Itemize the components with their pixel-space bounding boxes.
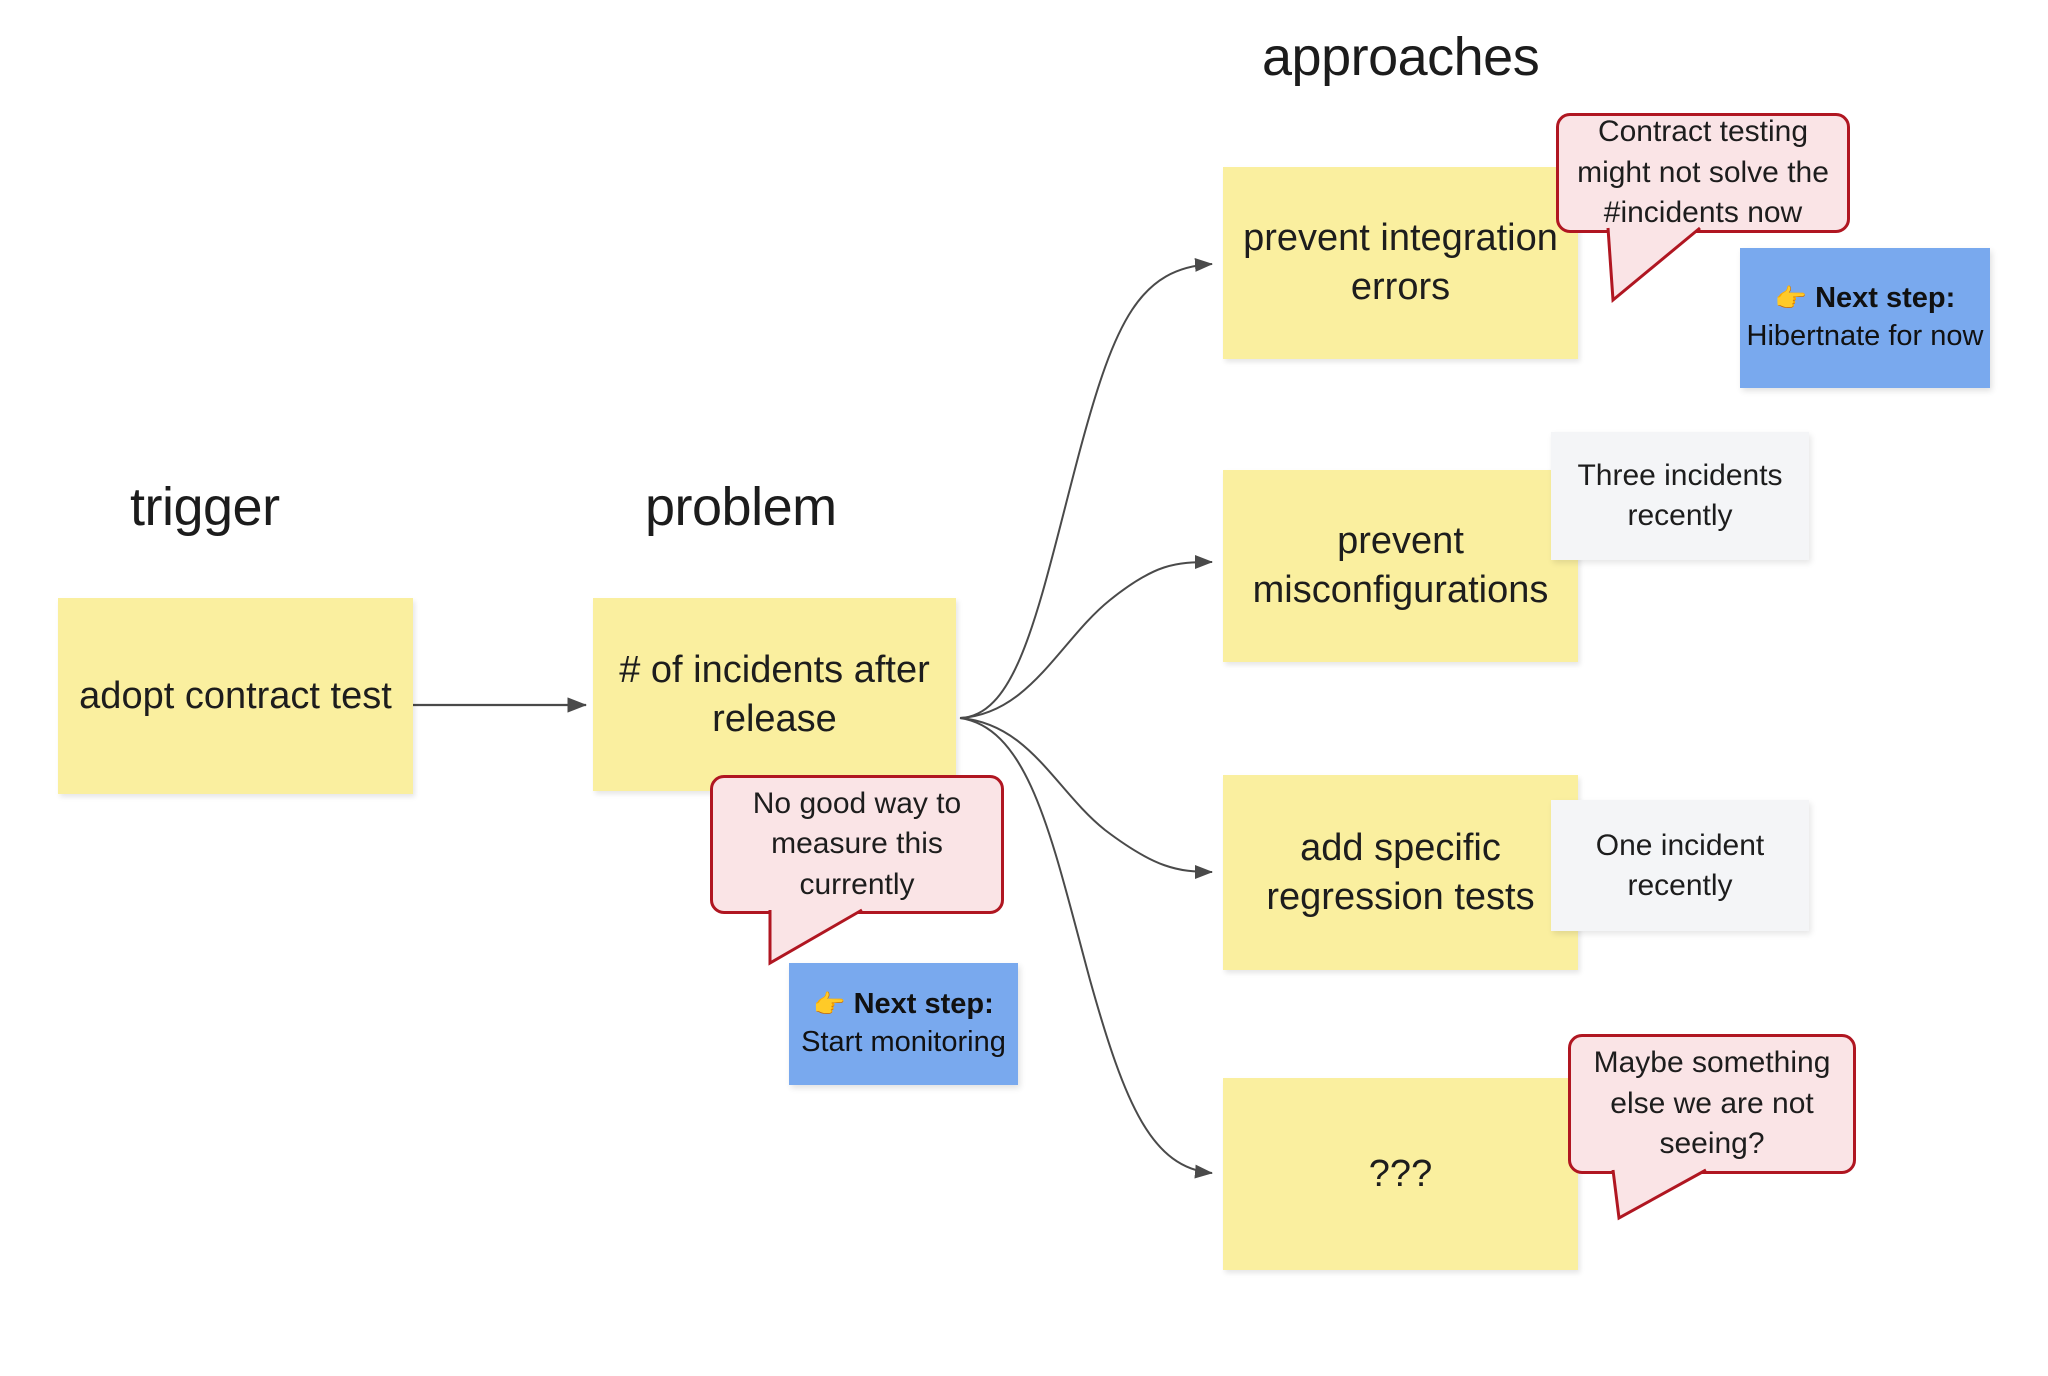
next-step-body: Hibertnate for now <box>1746 320 1984 352</box>
connector-problem-to-prevent-integration <box>959 257 1213 719</box>
evidence-note-three-incidents[interactable]: Three incidents recently <box>1551 432 1809 560</box>
evidence-note-label: Three incidents recently <box>1577 459 1783 532</box>
next-step-heading: 👉 Next step: <box>813 986 994 1024</box>
sticky-note-unknown[interactable]: ??? <box>1223 1078 1578 1270</box>
sticky-note-label: add specific regression tests <box>1266 826 1535 918</box>
sticky-note-adopt-contract-test[interactable]: adopt contract test <box>58 598 413 794</box>
sticky-note-label: prevent integration errors <box>1243 217 1558 308</box>
sticky-note-prevent-integration[interactable]: prevent integration errors <box>1223 167 1578 359</box>
callout-label: Contract testing might not solve the #in… <box>1577 115 1829 230</box>
pointing-hand-icon: 👉 <box>813 989 846 1020</box>
sticky-note-label: prevent misconfigurations <box>1252 520 1549 611</box>
section-title-problem: problem <box>645 477 837 537</box>
evidence-note-one-incident[interactable]: One incident recently <box>1551 800 1809 931</box>
next-step-heading: 👉 Next step: <box>1775 280 1956 318</box>
sticky-note-label: adopt contract test <box>79 674 392 717</box>
evidence-note-label: One incident recently <box>1595 828 1765 902</box>
sticky-note-regression-tests[interactable]: add specific regression tests <box>1223 775 1578 970</box>
sticky-note-prevent-misconfig[interactable]: prevent misconfigurations <box>1223 470 1578 662</box>
sticky-note-label: ??? <box>1368 1152 1433 1195</box>
callout-something-else-doubt[interactable]: Maybe something else we are not seeing? <box>1568 1034 1856 1174</box>
sticky-note-label: # of incidents after release <box>619 648 930 740</box>
callout-label: No good way to measure this currently <box>752 786 962 901</box>
callout-contract-testing-doubt[interactable]: Contract testing might not solve the #in… <box>1556 113 1850 233</box>
next-step-body: Start monitoring <box>801 1026 1006 1058</box>
next-step-heading-label: Next step: <box>1807 282 1956 315</box>
section-title-approaches: approaches <box>1262 27 1540 87</box>
section-title-trigger: trigger <box>130 477 280 537</box>
pointing-hand-icon: 👉 <box>1774 283 1808 314</box>
next-step-note-hibernate-for-now[interactable]: 👉 Next step:Hibertnate for now <box>1740 248 1990 388</box>
callout-no-measure-doubt[interactable]: No good way to measure this currently <box>710 775 1004 914</box>
next-step-note-start-monitoring[interactable]: 👉 Next step:Start monitoring <box>789 963 1018 1085</box>
sticky-note-incidents-after-release[interactable]: # of incidents after release <box>593 598 956 791</box>
connector-problem-to-prevent-misconfig <box>959 555 1213 719</box>
callout-label: Maybe something else we are not seeing? <box>1593 1046 1831 1161</box>
next-step-heading-label: Next step: <box>845 988 994 1021</box>
